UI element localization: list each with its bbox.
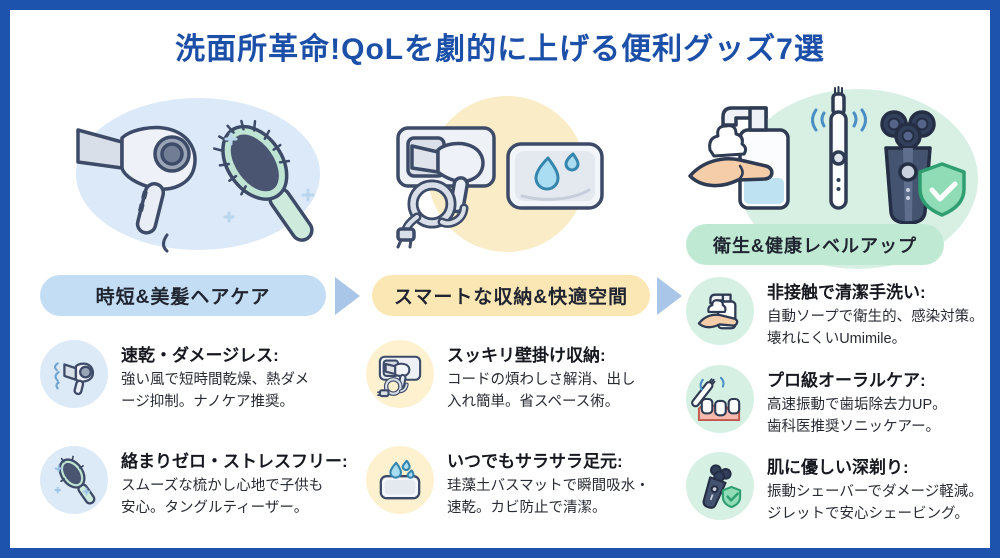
bath-mat-icon [366, 446, 434, 514]
category-pill-label: 衛生&健康レベルアップ [713, 235, 917, 256]
list-item: プロ級オーラルケア: 高速振動で歯垢除去力UP。 歯科医推奨ソニッケアー。 [686, 365, 990, 438]
hair-dryer-drawing [76, 125, 197, 253]
shield-check-icon [918, 162, 966, 217]
item-body: スムーズな梳かし心地で子供も 安心。タングルティーザー。 [121, 478, 324, 517]
item-body: コードの煩わしさ解消、出し 入れ簡単。省スペース術。 [447, 372, 636, 411]
category-pill-label: スマートな収納&快適空間 [393, 287, 629, 308]
hair-brush-drawing [213, 119, 314, 242]
sparkle-icon [223, 132, 315, 223]
wall-mount-dryer-icon [366, 340, 434, 408]
item-body: 自動ソープで衛生的、感染対策。 壊れにくいUmimile。 [767, 309, 984, 348]
item-heading: 肌に優しい深剃り: [767, 458, 909, 477]
wall-mounted-dryer-and-bath-mat-illustration [396, 96, 604, 252]
item-heading: いつでもサラサラ足元: [447, 452, 623, 471]
item-heading: スッキリ壁掛け収納: [447, 346, 606, 365]
category-pill-storage: スマートな収納&快適空間 [372, 275, 650, 316]
list-item: いつでもサラサラ足元: 珪藻土バスマットで瞬間吸水・ 速乾。カビ防止で清潔。 [366, 446, 683, 519]
item-heading: 絡まりゼロ・ストレスフリー: [121, 452, 348, 471]
list-item: スッキリ壁掛け収納: コードの煩わしさ解消、出し 入れ簡単。省スペース術。 [366, 340, 683, 413]
electric-toothbrush-icon [686, 365, 754, 433]
arrow-right-icon [335, 277, 360, 315]
hair-dryer-icon [40, 340, 108, 408]
arrow-right-icon [657, 277, 682, 315]
electric-toothbrush-drawing [811, 86, 867, 210]
electric-shaver-drawing [880, 110, 936, 225]
wall-mount-dryer-drawing [396, 126, 496, 249]
item-heading: プロ級オーラルケア: [767, 371, 926, 390]
category-pill-label: 時短&美髪ヘアケア [95, 287, 271, 308]
item-body: 強い風で短時間乾燥、熱ダメ ージ抑制。ナノケア推奨。 [121, 372, 310, 411]
item-body: 高速振動で歯垢除去力UP。 歯科医推奨ソニッケアー。 [767, 397, 947, 436]
item-body: 振動シェーバーでダメージ軽減。 ジレットで安心シェービング。 [767, 484, 983, 523]
list-item: 非接触で清潔手洗い: 自動ソープで衛生的、感染対策。 壊れにくいUmimile。 [686, 277, 990, 350]
hair-brush-icon [40, 446, 108, 514]
soap-dispenser-icon [686, 277, 754, 345]
item-heading: 速乾・ダメージレス: [121, 346, 279, 365]
list-item: 速乾・ダメージレス: 強い風で短時間乾燥、熱ダメ ージ抑制。ナノケア推奨。 [40, 340, 357, 413]
soap-dispenser-drawing [688, 106, 790, 210]
category-pill-hygiene: 衛生&健康レベルアップ [686, 224, 944, 265]
list-item: 肌に優しい深剃り: 振動シェーバーでダメージ軽減。 ジレットで安心シェービング。 [686, 452, 990, 525]
item-body: 珪藻土バスマットで瞬間吸水・ 速乾。カビ防止で清潔。 [447, 478, 650, 517]
item-heading: 非接触で清潔手洗い: [767, 283, 926, 302]
bath-mat-drawing [506, 142, 604, 210]
category-pill-haircare: 時短&美髪ヘアケア [40, 275, 326, 316]
hair-dryer-and-brush-illustration [76, 98, 320, 253]
electric-shaver-icon [686, 452, 754, 520]
list-item: 絡まりゼロ・ストレスフリー: スムーズな梳かし心地で子供も 安心。タングルティー… [40, 446, 357, 519]
page-title: 洗面所革命!QoLを劇的に上げる便利グッズ7選 [175, 33, 825, 66]
